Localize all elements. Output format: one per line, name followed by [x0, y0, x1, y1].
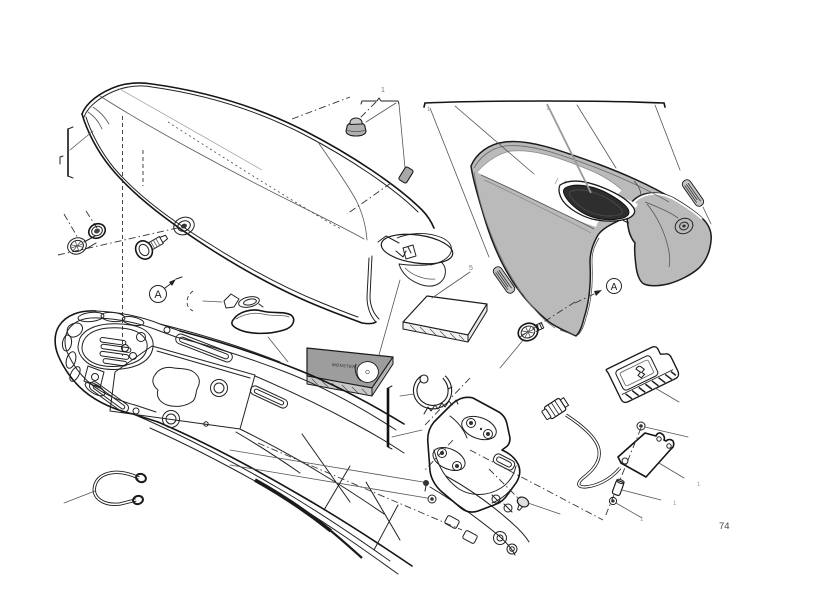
svg-text:1: 1 [640, 517, 644, 523]
svg-text:1: 1 [546, 106, 550, 112]
svg-text:A: A [611, 282, 618, 293]
svg-text:1: 1 [381, 87, 385, 94]
svg-text:MONSTER: MONSTER [332, 362, 356, 369]
svg-text:74: 74 [719, 521, 730, 532]
svg-text:1: 1 [427, 107, 431, 113]
svg-text:5: 5 [469, 265, 473, 272]
svg-text:1: 1 [697, 482, 701, 488]
svg-text:A: A [154, 289, 162, 301]
svg-text:1: 1 [673, 501, 677, 507]
